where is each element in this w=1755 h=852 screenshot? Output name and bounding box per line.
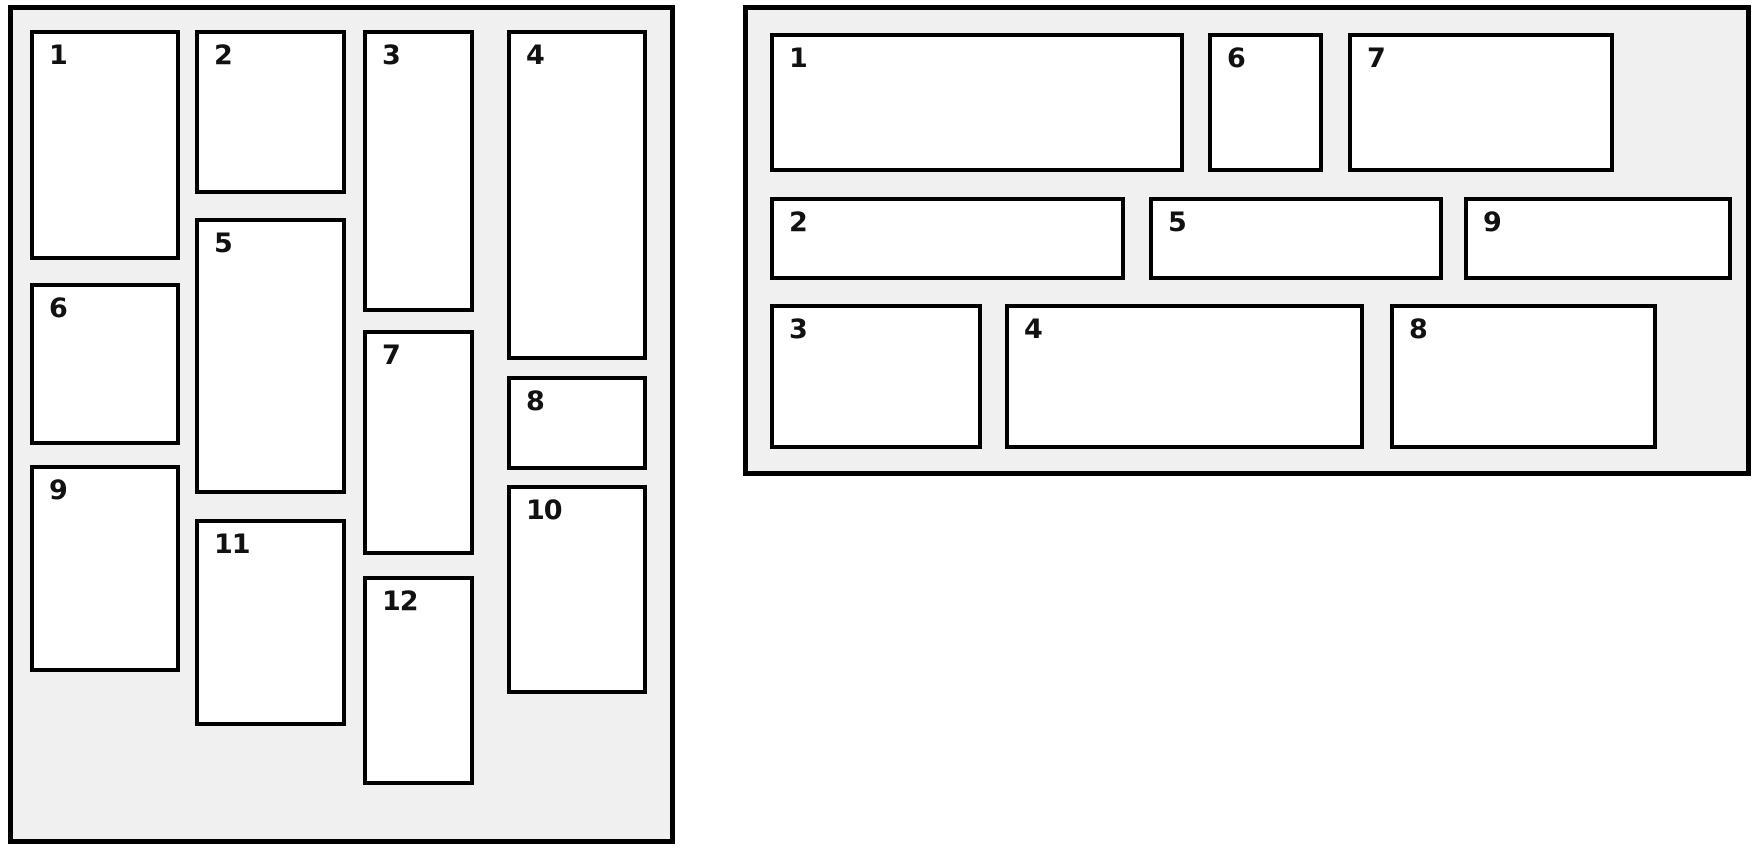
box-number-label: 5: [1168, 207, 1187, 238]
layout-box: 7: [363, 330, 474, 555]
box-number-label: 3: [789, 314, 808, 345]
box-number-label: 2: [789, 207, 808, 238]
box-number-label: 9: [1483, 207, 1502, 238]
layout-box: 12: [363, 576, 474, 785]
layout-box: 1: [770, 33, 1184, 172]
layout-box: 7: [1348, 33, 1614, 172]
box-number-label: 12: [382, 586, 419, 617]
layout-box: 9: [1464, 197, 1732, 280]
layout-box: 1: [30, 30, 180, 260]
box-number-label: 7: [382, 340, 401, 371]
box-number-label: 2: [214, 40, 233, 71]
box-number-label: 1: [789, 43, 808, 74]
box-number-label: 4: [1024, 314, 1043, 345]
layout-box: 3: [770, 304, 982, 449]
box-number-label: 8: [1409, 314, 1428, 345]
box-number-label: 7: [1367, 43, 1386, 74]
box-number-label: 1: [49, 40, 68, 71]
box-number-label: 11: [214, 529, 251, 560]
layout-box: 6: [30, 283, 180, 445]
box-number-label: 9: [49, 475, 68, 506]
layout-box: 5: [1149, 197, 1443, 280]
layout-box: 8: [507, 376, 647, 470]
layout-box: 4: [507, 30, 647, 360]
layout-box: 2: [195, 30, 346, 194]
layout-box: 5: [195, 218, 346, 494]
layout-box: 8: [1390, 304, 1657, 449]
layout-box: 11: [195, 519, 346, 726]
layout-box: 10: [507, 485, 647, 694]
box-number-label: 10: [526, 495, 563, 526]
layout-box: 9: [30, 465, 180, 672]
box-number-label: 8: [526, 386, 545, 417]
box-number-label: 3: [382, 40, 401, 71]
box-number-label: 4: [526, 40, 545, 71]
layout-box: 4: [1005, 304, 1364, 449]
layout-box: 3: [363, 30, 474, 312]
box-number-label: 6: [49, 293, 68, 324]
layout-box: 2: [770, 197, 1125, 280]
box-number-label: 6: [1227, 43, 1246, 74]
layout-box: 6: [1208, 33, 1323, 172]
rows-panel: 1 2 3 4 5 6 7 8 9: [743, 5, 1751, 476]
box-number-label: 5: [214, 228, 233, 259]
